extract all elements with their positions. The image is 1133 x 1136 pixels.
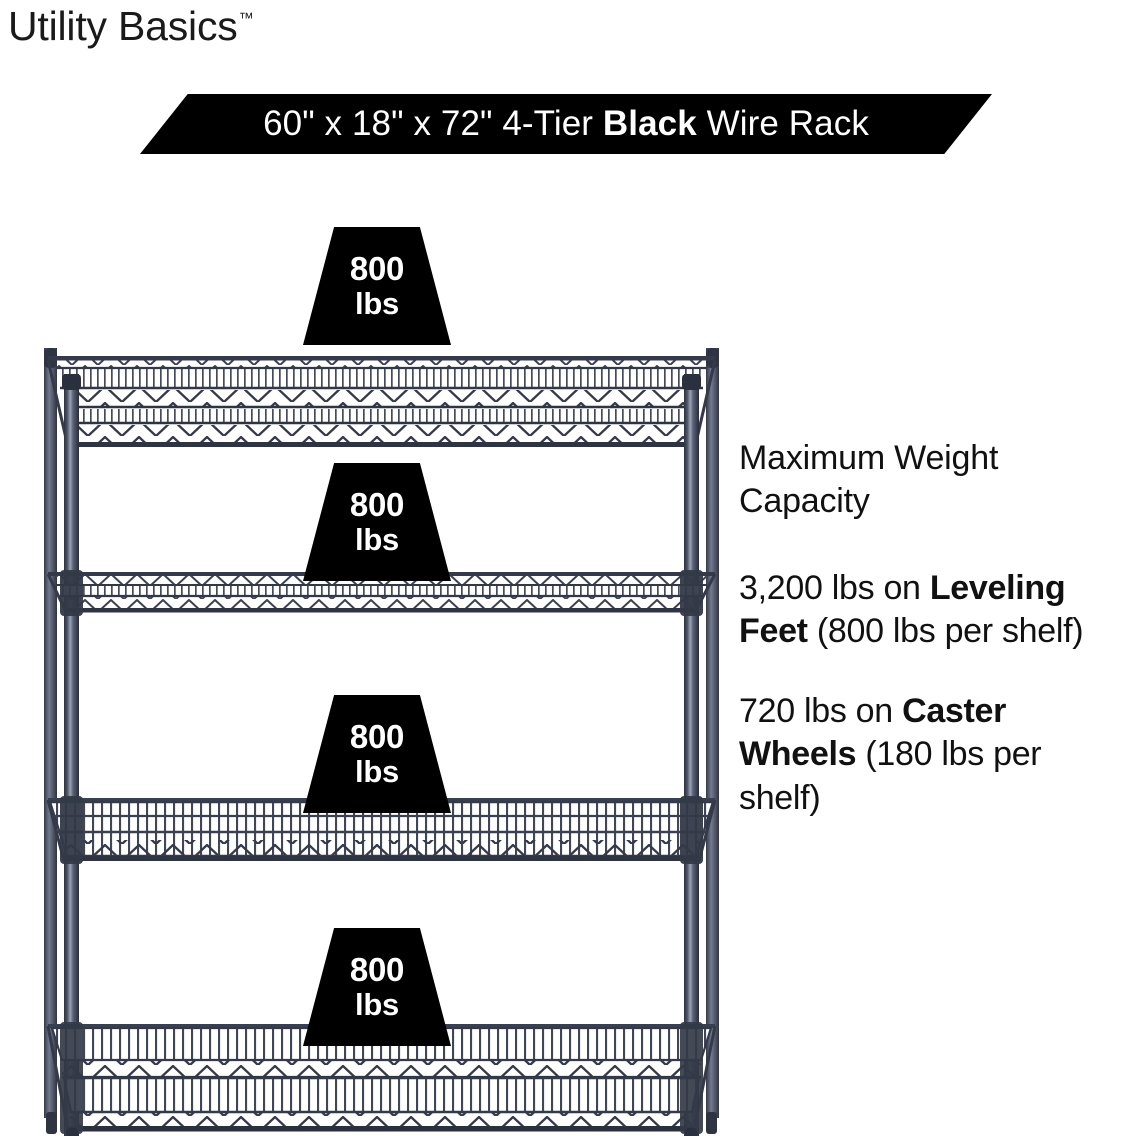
weight-badge-number: 800	[349, 249, 405, 287]
front-posts	[62, 374, 701, 1136]
weight-badge-number: 800	[349, 717, 405, 755]
weight-badge-unit: lbs	[355, 522, 399, 558]
caster-emphasis: Caster Wheels	[739, 691, 1007, 774]
weight-badge-number: 800	[349, 950, 405, 988]
banner-text-before: 60" x 18" x 72" 4-Tier	[263, 103, 603, 143]
leveling-feet	[46, 1112, 717, 1136]
capacity-heading: Maximum Weight Capacity	[739, 437, 1131, 523]
weight-badge-unit: lbs	[355, 754, 399, 790]
caster-value: 720 lbs on	[739, 691, 903, 730]
banner-text-after: Wire Rack	[696, 103, 869, 143]
banner-text: 60" x 18" x 72" 4-Tier Black Wire Rack	[263, 106, 869, 143]
spacer	[739, 523, 1131, 567]
capacity-copy-column: Maximum Weight Capacity 3,200 lbs on Lev…	[739, 437, 1131, 820]
brand-name: Utility Basics	[8, 3, 238, 49]
caster-wheels-capacity: 720 lbs on Caster Wheels (180 lbs per sh…	[739, 690, 1131, 821]
title-banner: 60" x 18" x 72" 4-Tier Black Wire Rack	[140, 94, 992, 154]
capacity-heading-line-2: Capacity	[739, 481, 870, 520]
leveling-feet-capacity: 3,200 lbs on Leveling Feet (800 lbs per …	[739, 567, 1131, 654]
shelf-tier-1	[46, 356, 717, 448]
trademark-symbol: ™	[238, 10, 254, 27]
capacity-heading-line-1: Maximum Weight	[739, 439, 999, 477]
leveling-emphasis: Leveling Feet	[739, 568, 1066, 651]
leveling-detail: (800 lbs per shelf)	[807, 612, 1084, 651]
weight-badge-shelf-1: 800 lbs	[303, 227, 451, 345]
spacer	[739, 654, 1131, 690]
caster-detail: (180 lbs per shelf)	[739, 735, 1042, 817]
weight-badge-unit: lbs	[355, 987, 399, 1023]
brand-wordmark: Utility Basics™	[8, 6, 254, 47]
banner-emphasis: Black	[602, 103, 697, 143]
shelf-tier-4	[46, 1022, 717, 1134]
weight-badge-unit: lbs	[355, 286, 399, 322]
weight-badge-number: 800	[349, 485, 405, 523]
leveling-value: 3,200 lbs on	[739, 568, 930, 607]
